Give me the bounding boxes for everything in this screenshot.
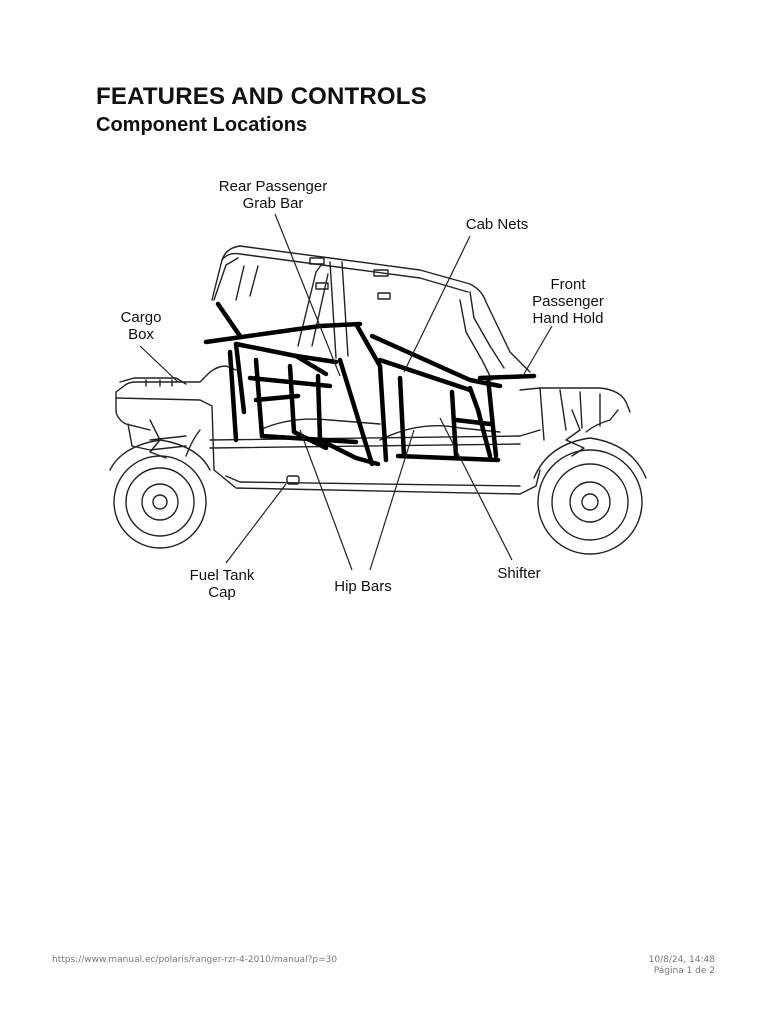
vehicle-body	[115, 365, 631, 495]
cab-nets-highlight	[203, 301, 537, 467]
footer-datetime: 10/8/24, 14:48	[648, 955, 715, 965]
footer-url[interactable]: https://www.manual.ec/polaris/ranger-rzr…	[52, 955, 338, 965]
roll-cage	[211, 245, 531, 381]
rear-wheel	[109, 439, 211, 549]
label-rear-passenger-grab-bar: Rear Passenger Grab Bar	[218, 178, 328, 212]
front-wheel	[533, 437, 647, 555]
leader-lines	[139, 213, 553, 571]
label-hip-bars: Hip Bars	[334, 578, 392, 595]
footer-page-number: Página 1 de 2	[653, 966, 715, 976]
label-cargo-box: Cargo Box	[120, 309, 162, 343]
label-front-passenger-hand-hold: Front Passenger Hand Hold	[532, 276, 604, 327]
label-shifter: Shifter	[497, 565, 541, 582]
label-cab-nets: Cab Nets	[465, 216, 529, 233]
page-subtitle: Component Locations	[96, 114, 308, 136]
label-fuel-tank-cap: Fuel Tank Cap	[189, 567, 255, 601]
page-title: FEATURES AND CONTROLS	[96, 83, 427, 110]
